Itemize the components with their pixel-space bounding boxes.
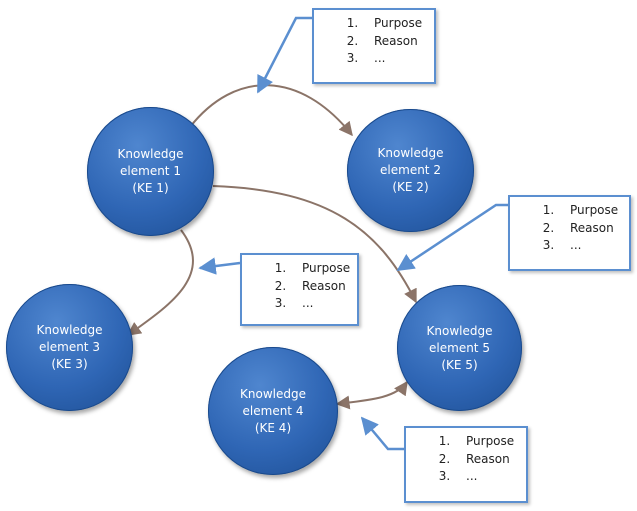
note-edge-ke1-ke2: Purpose Reason ... [312, 8, 436, 84]
node-ke1-line1: Knowledge [117, 147, 184, 161]
note-item: Purpose [454, 433, 518, 451]
node-ke4-line3: (KE 4) [254, 420, 292, 435]
note-item: ... [558, 237, 621, 255]
node-ke2-line1: Knowledge [377, 146, 444, 160]
edge-ke1-ke2 [189, 84, 353, 137]
note-item: Purpose [558, 202, 621, 220]
note-edge-ke1-ke5: Purpose Reason ... [508, 195, 631, 271]
note-list: Purpose Reason ... [414, 433, 518, 486]
node-ke5-line2: element 5 [429, 340, 490, 355]
node-ke1[interactable]: Knowledge element 1 (KE 1) [87, 107, 214, 236]
node-ke5-line3: (KE 5) [441, 357, 478, 372]
node-ke4-line1: Knowledge [240, 386, 306, 401]
node-ke4[interactable]: Knowledge element 4 (KE 4) [208, 347, 338, 475]
node-ke3[interactable]: Knowledge element 3 (KE 3) [6, 284, 133, 411]
node-ke2-line3: (KE 2) [392, 180, 429, 194]
pointer-note4 [360, 416, 404, 451]
node-ke5[interactable]: Knowledge element 5 (KE 5) [397, 285, 522, 411]
edge-ke4-ke5 [335, 380, 408, 410]
pointer-note2 [198, 257, 241, 275]
note-item: ... [290, 295, 349, 313]
note-item: Reason [362, 33, 426, 51]
edge-ke1-ke3 [126, 229, 194, 336]
note-list: Purpose Reason ... [518, 202, 621, 255]
note-item: ... [362, 50, 426, 68]
note-list: Purpose Reason ... [250, 260, 350, 313]
note-item: Purpose [290, 260, 350, 278]
pointer-note3 [396, 203, 508, 272]
node-ke4-line2: element 4 [242, 403, 304, 418]
node-ke2-line2: element 2 [380, 163, 441, 177]
note-edge-ke1-ke3: Purpose Reason ... [240, 253, 359, 326]
pointer-note1 [256, 16, 312, 94]
node-ke1-line2: element 1 [120, 164, 181, 178]
node-ke3-line1: Knowledge [36, 323, 103, 337]
note-item: Purpose [362, 15, 426, 33]
edge-ke1-ke5 [212, 185, 417, 304]
note-item: Reason [454, 451, 518, 469]
note-item: Reason [290, 278, 349, 296]
note-edge-ke4-ke5: Purpose Reason ... [404, 426, 528, 503]
note-list: Purpose Reason ... [322, 15, 426, 68]
note-item: ... [454, 468, 518, 486]
node-ke3-line3: (KE 3) [51, 357, 88, 371]
node-ke5-line1: Knowledge [426, 323, 493, 338]
node-ke2[interactable]: Knowledge element 2 (KE 2) [347, 109, 474, 232]
node-ke3-line2: element 3 [39, 340, 100, 354]
node-ke1-line3: (KE 1) [132, 181, 169, 195]
note-item: Reason [558, 220, 621, 238]
